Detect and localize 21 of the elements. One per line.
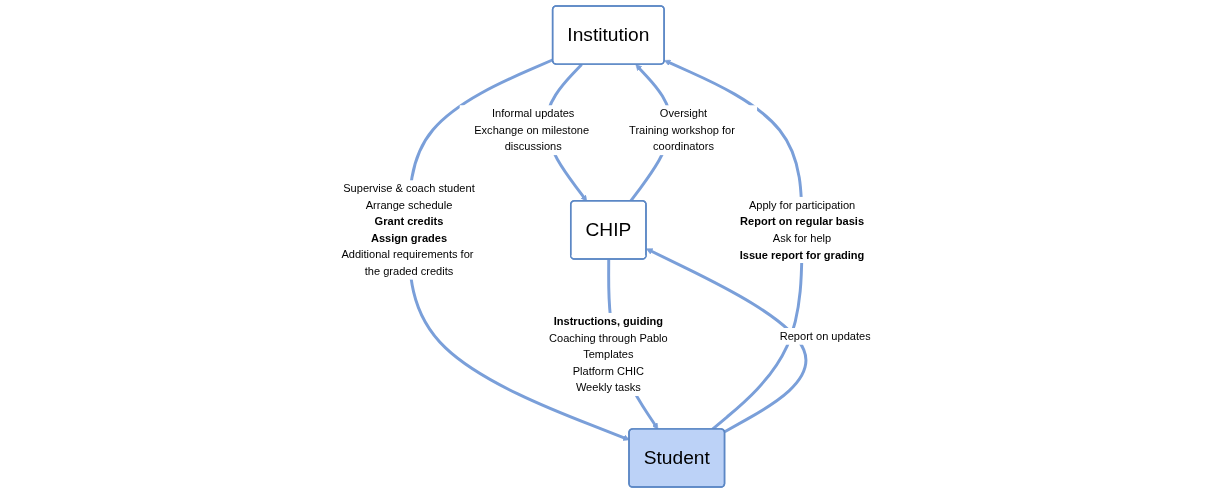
arrow [407,58,630,441]
edge-label: Arrange schedule [365,198,453,211]
edge-label: Exchange on milestone discussions [474,123,590,153]
edge-label: Issue report for grading [739,247,865,261]
edge-label: Informal updates [492,106,575,120]
edge-label: Training workshop for coordinators [629,123,735,153]
edge-label: Assign grades [370,231,448,244]
arrow [646,248,808,434]
edge-label: Weekly tasks [575,380,641,394]
edge-label: Apply for participation [748,198,856,211]
edge-label: Report on regular basis [740,214,865,228]
edge-label: Templates [583,347,634,360]
edge-label: Oversight [659,106,708,120]
edge-label: Grant credits [374,214,444,228]
edge-label: Report on updates [779,329,871,342]
edge-label: Platform CHIC [572,364,644,377]
edge-label: Ask for help [772,231,832,244]
edge-label: Supervise & coach student [343,181,475,195]
edge-label: Additional requirements for the graded credits [341,247,474,278]
edge-label: Instructions, guiding [553,314,664,327]
edge-label: Coaching through Pablo [549,330,668,344]
